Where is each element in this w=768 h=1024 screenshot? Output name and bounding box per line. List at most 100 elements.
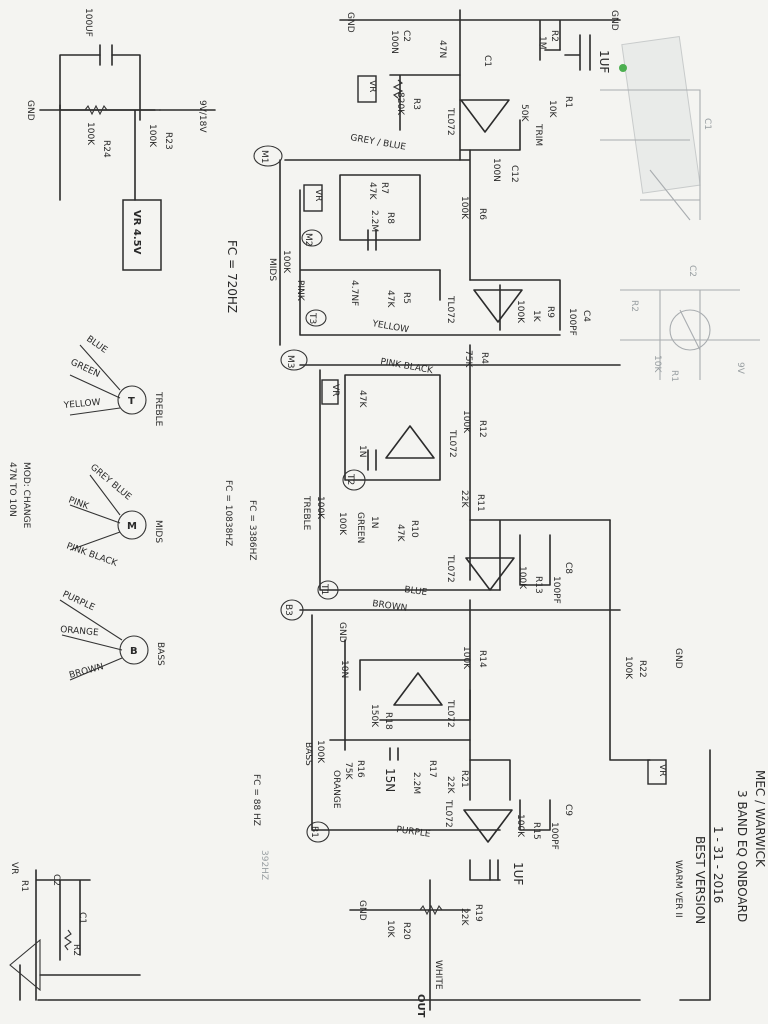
ghost-10k-label: 10K (652, 355, 662, 373)
ghost-r1-label: R1 (669, 370, 679, 382)
r24-label: R24 (101, 140, 111, 158)
mids-label: MIDS (267, 258, 277, 281)
c2-value: 100N (389, 30, 399, 54)
bl-c1-label: C1 (77, 912, 87, 924)
r14-label: R14 (477, 650, 487, 668)
t1-label: T1 (319, 583, 329, 595)
fc-bass-1: FC = 88 HZ (251, 774, 261, 826)
mid-100k-fb: 100K (515, 300, 525, 324)
r17-label: R17 (427, 760, 437, 778)
pot-b-letter: B (130, 646, 138, 657)
green-label: GREEN (355, 512, 365, 543)
r16-value: 75K (343, 762, 353, 780)
pot-m-name: MIDS (153, 520, 163, 543)
c8-value: 100PF (551, 576, 561, 604)
m1-label: M1 (259, 150, 269, 164)
r11-value: 22K (459, 490, 469, 508)
pot-t-yellow: YELLOW (62, 398, 101, 411)
v9-label: 9V/18V (197, 100, 207, 133)
r24-value: 100K (85, 122, 95, 146)
title-date: 1 - 31 - 2016 (711, 826, 725, 903)
r15-value: 100K (515, 814, 525, 838)
c1-label: C1 (482, 55, 492, 67)
r3b-value: 50K (519, 104, 529, 122)
c10n-label: 10N (339, 660, 349, 678)
pot-mids-icon (117, 510, 147, 540)
bl-r1-label: R1 (19, 880, 29, 892)
out-gnd: GND (357, 900, 367, 921)
fc-mids: FC = 720HZ (225, 240, 239, 313)
b3-tag (280, 599, 304, 621)
r10-label: R10 (409, 520, 419, 538)
c4-label: C4 (581, 310, 591, 322)
r2-value: 10K (547, 100, 557, 118)
mod-note: MOD: CHANGE (21, 462, 31, 529)
tl072-bass: TL072 (445, 699, 455, 728)
r23-value: 100K (147, 124, 157, 148)
m2-tag (301, 229, 323, 247)
title-line-1: MEC / WARWICK (753, 770, 767, 868)
r16-label: R16 (355, 760, 365, 778)
r13-value: 100K (517, 566, 527, 590)
tl072-bass2: TL072 (443, 799, 453, 828)
psu-gnd-label: GND (25, 100, 35, 121)
t2-label: T2 (345, 473, 355, 485)
r6-label: R6 (477, 208, 487, 220)
r18-value: 150K (369, 704, 379, 728)
bl-vr-label: VR (9, 862, 19, 874)
mids-100k: 100K (281, 250, 291, 274)
treble-100k-b: 100K (337, 512, 347, 536)
bl-c2-label: C2 (51, 874, 61, 886)
c47n-label: 4.7NF (349, 280, 359, 306)
ghost-c1-label: C1 (702, 118, 712, 130)
bass-label: BASS (303, 742, 313, 766)
c1-value: 47N (437, 40, 447, 58)
vr-top-box (357, 75, 377, 103)
m3-tag (280, 349, 308, 371)
top-gnd-label: GND (345, 12, 355, 33)
c12-label: C12 (509, 165, 519, 183)
c100uf-label: 100UF (83, 8, 93, 37)
b1-label: B1 (309, 826, 319, 838)
r23-label: R23 (163, 132, 173, 150)
r9-label: R9 (545, 306, 555, 318)
r10-value: 47K (395, 524, 405, 542)
r6-value: 100K (459, 196, 469, 220)
purple-label: PURPLE (396, 825, 432, 840)
c2-label: C2 (401, 30, 411, 42)
fc-treble-2: FC = 10838HZ (223, 480, 233, 546)
r21-value: 22K (445, 776, 455, 794)
vr-bass-label: VR (657, 764, 667, 776)
r8-label: R8 (385, 212, 395, 224)
fc-treble-1: FC = 3386HZ (247, 500, 257, 561)
c9-value: 100PF (549, 822, 559, 850)
fc-bass-2: 392HZ (259, 850, 269, 880)
pot-t-name: TREBLE (153, 391, 163, 427)
b3-label: B3 (283, 604, 293, 616)
pot-treble-icon (117, 385, 147, 415)
r22-value: 100K (623, 656, 633, 680)
r19-value: 22K (459, 908, 469, 926)
tl072-top: TL072 (445, 107, 455, 136)
vr45-label: VR 4.5V (131, 210, 142, 255)
treble-section: M3 PINK BLACK R4 75K VR 47K 1N R12 100K … (223, 344, 621, 614)
pink-label: PINK (295, 280, 305, 302)
r5-value: 47K (385, 290, 395, 308)
pot-b-name: BASS (155, 642, 165, 666)
ghost-c2-label: C2 (687, 265, 697, 277)
r5-label: R5 (401, 292, 411, 304)
orange-label: ORANGE (331, 770, 341, 809)
vr-mid-box (303, 184, 323, 212)
r22-label: R22 (637, 660, 647, 678)
r3-value: 820K (395, 92, 405, 116)
power-supply: VR 4.5V 100UF GND R24 100K R23 100K 9V/1… (25, 8, 216, 271)
r20-label: R20 (401, 922, 411, 940)
output-stage: GND R20 10K R19 22K WHITE OUT (37, 749, 711, 1018)
bottom-left-circuit: VR R1 C2 C1 R2 (9, 862, 91, 1001)
r_t1-label: 47K (357, 390, 367, 408)
t3-tag (305, 309, 327, 327)
treble-100k-a: 100K (315, 496, 325, 520)
c8-label: C8 (563, 562, 573, 574)
c12-value: 100N (491, 158, 501, 182)
r9-value: 1K (531, 310, 541, 323)
